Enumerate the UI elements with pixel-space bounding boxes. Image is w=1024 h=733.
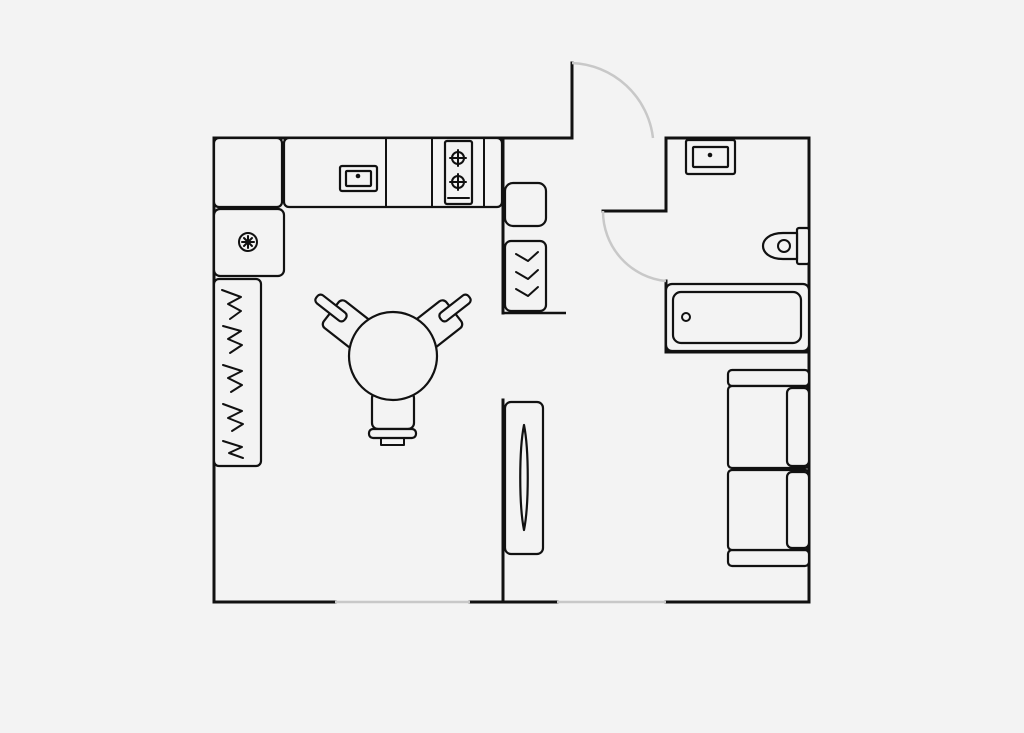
bathroom-door-swing [601, 210, 667, 283]
bathtub-icon [664, 282, 811, 353]
dining-table [314, 293, 472, 446]
doors [571, 61, 667, 283]
wardrobe [503, 400, 545, 556]
entry-door-swing [571, 61, 655, 139]
fridge-snowflake-icon [212, 207, 286, 278]
chair-icon [367, 390, 418, 446]
toilet-icon [761, 226, 811, 266]
sink-icon [338, 164, 379, 193]
kitchen-counter [212, 136, 504, 278]
bathroom [664, 138, 811, 353]
sofa-icon [726, 368, 811, 568]
bench-sofa [212, 277, 263, 468]
sink-icon [684, 138, 737, 176]
stove-burner-icon [443, 139, 474, 206]
hallway-bench [503, 181, 548, 313]
